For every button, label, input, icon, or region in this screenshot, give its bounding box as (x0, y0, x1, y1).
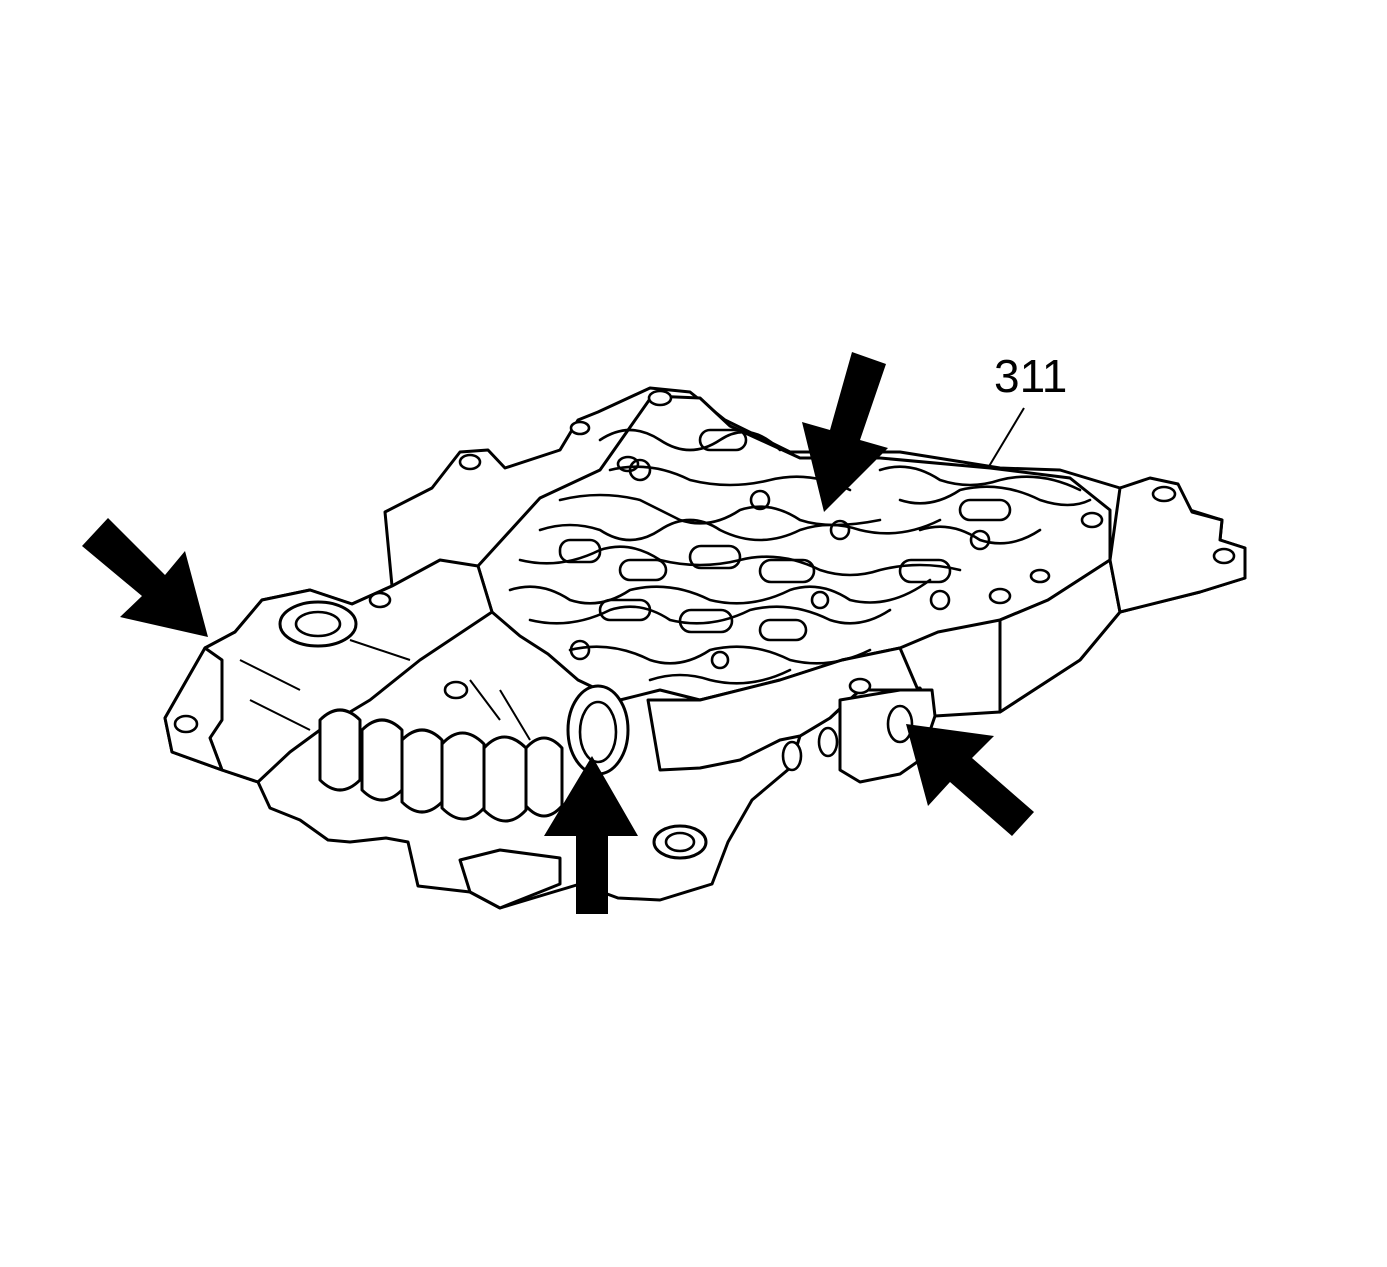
center-port-1 (781, 740, 803, 772)
arrow-top-center (802, 352, 888, 512)
arrow-lower-right (906, 724, 1034, 836)
bottom-tab (458, 848, 562, 910)
arrow-upper-left (82, 518, 208, 637)
valve-body-assembly (163, 386, 1247, 910)
left-end-bolt-hole (173, 714, 199, 734)
front-valve-bore-inner (578, 700, 618, 764)
left-housing (203, 558, 494, 784)
callout-leader (987, 407, 1025, 469)
arrow-bottom-center (544, 756, 638, 914)
bottom-bolt-hole (664, 831, 696, 853)
callout-label: 311 (994, 350, 1067, 402)
right-end-bolt-hole (1151, 485, 1177, 503)
indicator-arrows (82, 352, 1034, 914)
left-end-boss (163, 646, 224, 772)
right-end-plug-bore (886, 704, 914, 744)
right-end-boss (1108, 476, 1247, 614)
right-end-bolt-hole-lower (1212, 547, 1236, 565)
left-round-cover-inner (294, 610, 342, 638)
fluid-passages (508, 428, 1092, 685)
left-housing-ribs (239, 639, 531, 741)
spool-bores (318, 708, 564, 823)
callout-311: 311 (987, 350, 1067, 469)
center-port-2 (817, 726, 839, 758)
